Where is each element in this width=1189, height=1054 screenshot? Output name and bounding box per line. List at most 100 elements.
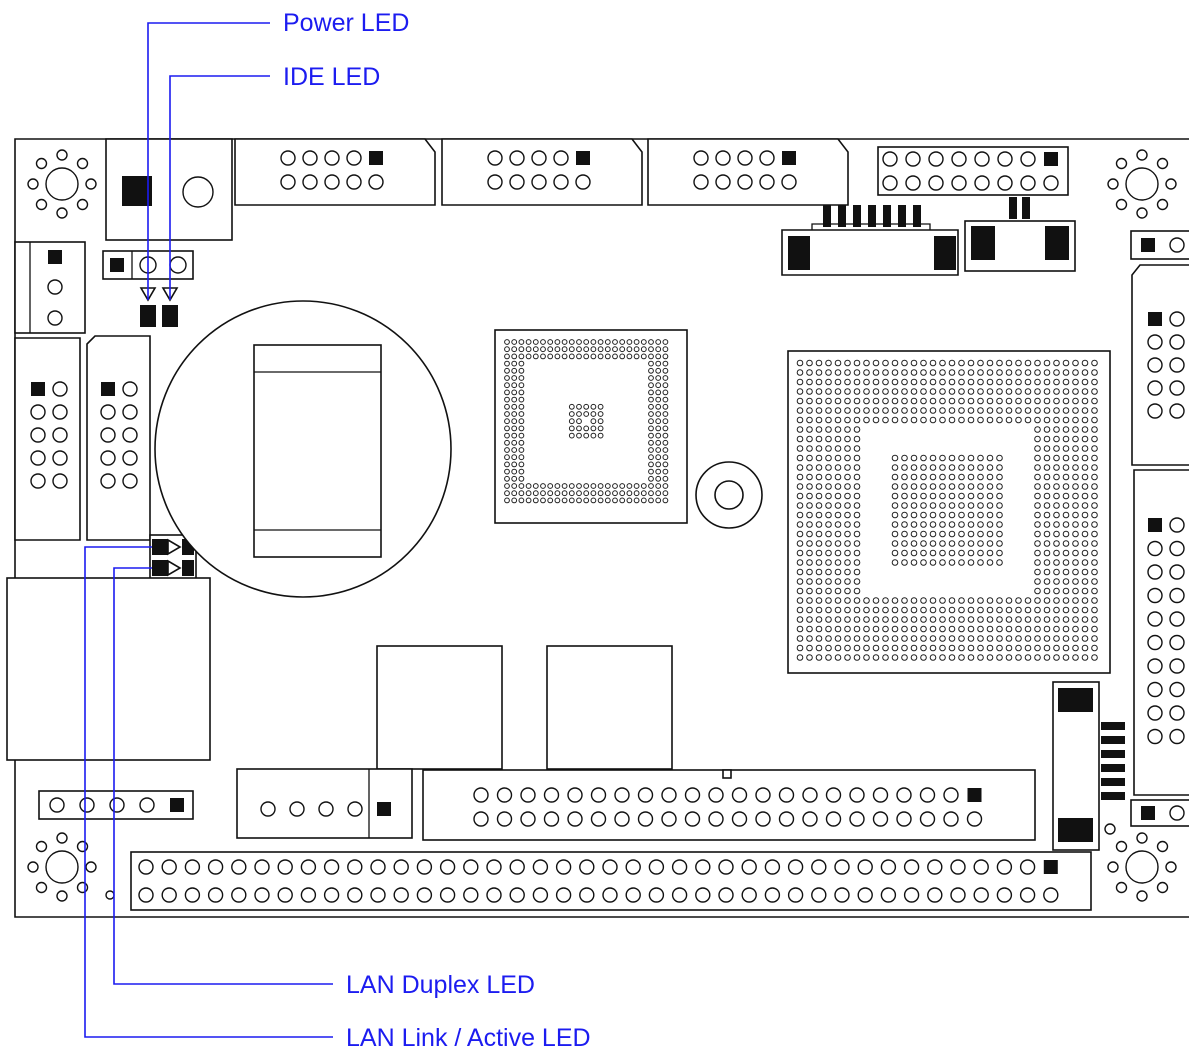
- ball: [590, 403, 597, 410]
- ball: [939, 635, 946, 642]
- ball: [796, 426, 804, 433]
- ball: [844, 625, 851, 633]
- ball: [648, 497, 654, 504]
- ball: [825, 568, 832, 576]
- ball: [863, 644, 870, 652]
- pin: [661, 787, 677, 803]
- ball: [825, 587, 832, 595]
- ball: [939, 369, 946, 376]
- pin-square: [576, 151, 590, 165]
- pin: [602, 859, 618, 875]
- ball: [806, 502, 813, 509]
- ball: [958, 616, 965, 623]
- ball: [504, 490, 510, 497]
- ball: [504, 483, 510, 489]
- ball: [518, 418, 525, 425]
- ball: [796, 616, 804, 623]
- lan-link-active-led-leader: [84, 546, 333, 1038]
- ball: [511, 475, 518, 482]
- ball: [1062, 616, 1070, 623]
- pin: [473, 787, 489, 803]
- ball: [1034, 454, 1041, 462]
- ball: [655, 382, 662, 389]
- ball: [540, 346, 546, 353]
- ball: [1062, 464, 1070, 471]
- ball: [910, 378, 918, 386]
- ball: [1062, 654, 1070, 661]
- ball: [1015, 616, 1022, 623]
- ball: [882, 378, 889, 386]
- ball: [996, 454, 1003, 462]
- ball: [996, 407, 1003, 414]
- ball: [1062, 454, 1070, 462]
- ball: [815, 397, 823, 405]
- pin: [1169, 728, 1185, 745]
- ball: [891, 502, 899, 509]
- ball: [1005, 644, 1013, 652]
- ball: [986, 644, 994, 652]
- ball: [662, 367, 669, 374]
- hole-ring-pin: [1156, 157, 1169, 170]
- pin: [231, 887, 247, 903]
- ball: [655, 411, 662, 417]
- ball: [662, 475, 669, 482]
- pin: [52, 381, 68, 397]
- hole-center: [45, 167, 79, 201]
- ball: [920, 454, 927, 462]
- ball: [1081, 483, 1089, 490]
- ball: [1081, 445, 1089, 452]
- ball: [504, 432, 510, 439]
- hole-ring-pin: [85, 178, 97, 190]
- ball: [612, 497, 618, 504]
- ball: [1034, 578, 1041, 585]
- ball: [929, 549, 937, 557]
- ball: [1091, 597, 1098, 604]
- ball: [1072, 635, 1079, 642]
- ball: [1053, 502, 1060, 509]
- ball: [986, 597, 994, 604]
- ball: [929, 454, 937, 462]
- ball: [853, 426, 861, 433]
- ball: [844, 511, 851, 519]
- hole-ring-pin: [76, 840, 89, 853]
- ball: [1081, 549, 1089, 557]
- ball: [834, 435, 842, 443]
- ball: [844, 416, 851, 424]
- hole-ring-pin: [1156, 840, 1169, 853]
- pin: [695, 887, 711, 903]
- pin: [486, 859, 502, 875]
- ball: [910, 616, 918, 623]
- ball: [958, 597, 965, 604]
- ball: [834, 511, 842, 519]
- ball: [891, 635, 899, 642]
- ball: [590, 432, 597, 439]
- ball: [518, 339, 525, 345]
- ball: [882, 407, 889, 414]
- ball: [967, 530, 975, 538]
- ball: [844, 388, 851, 395]
- hole-ring-pin: [56, 207, 68, 219]
- ball: [1081, 568, 1089, 576]
- ball: [901, 597, 908, 604]
- pin: [718, 859, 734, 875]
- ball: [920, 416, 927, 424]
- right-lower-component: [1052, 681, 1125, 851]
- ball: [996, 483, 1003, 490]
- pin: [487, 150, 503, 166]
- ball: [1005, 625, 1013, 633]
- ball: [891, 388, 899, 395]
- pin: [567, 811, 583, 827]
- ball: [1072, 426, 1079, 433]
- ball: [583, 432, 590, 439]
- ball: [576, 483, 582, 489]
- ball: [967, 654, 975, 661]
- ball: [532, 339, 539, 345]
- ball: [910, 492, 918, 500]
- ball: [825, 549, 832, 557]
- ball: [958, 407, 965, 414]
- ide-header-2x22: [422, 769, 1036, 841]
- ball: [996, 559, 1003, 566]
- ball: [996, 378, 1003, 386]
- ball: [561, 483, 568, 489]
- ball: [977, 625, 984, 633]
